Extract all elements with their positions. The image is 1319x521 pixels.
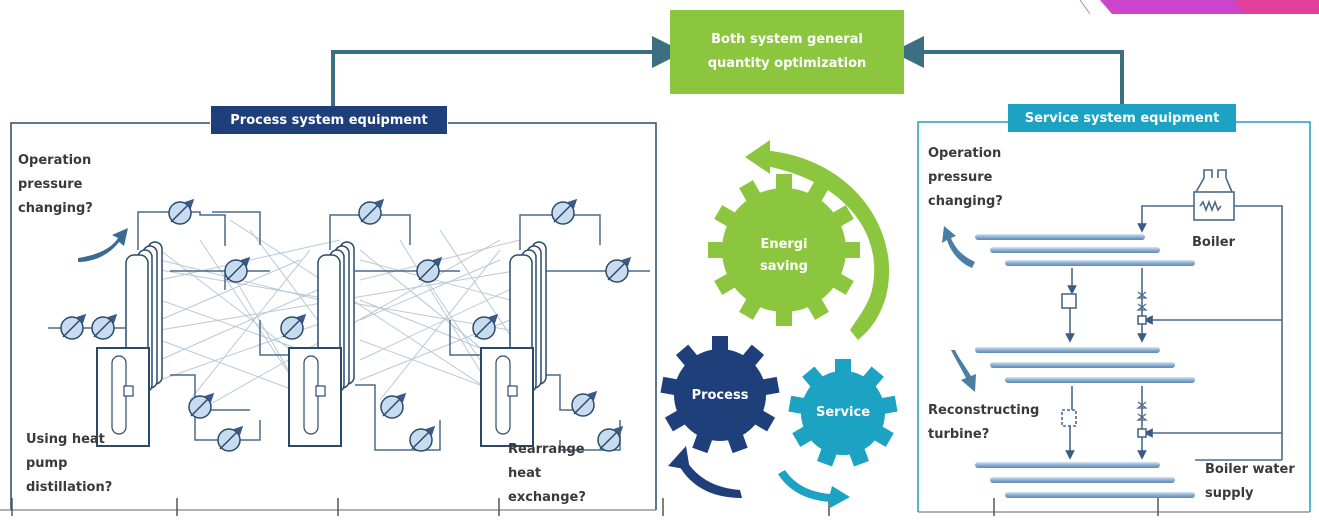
text-line: changing? [928,194,1003,209]
distillation-column-3 [480,241,547,447]
gear-process-label: Process [691,388,749,403]
text-line: pressure [18,177,83,192]
corner-decoration [1079,0,1319,15]
text-line: Reconstructing [928,403,1040,418]
boiler-label: Boiler [1192,235,1235,250]
text-line: changing? [18,201,93,216]
optimization-line-1: Both system general [711,32,863,47]
text-line: distillation? [26,480,113,495]
cycle-arrow-teal [778,470,850,508]
process-panel-title: Process system equipment [211,106,447,134]
boiler-system [1061,169,1283,461]
process-panel-frame [0,122,657,516]
steam-headers [975,234,1195,498]
text-line: pressure [928,170,993,185]
text-line: pump [26,456,68,471]
gear-service [788,359,898,467]
text-line: saving [759,259,808,274]
gear-service-label: Service [815,405,871,420]
optimization-box: Both system general quantity optimizatio… [670,10,904,94]
text-line: turbine? [928,427,990,442]
text-line: Operation [18,153,92,168]
process-q-rearrange: Rearrange heat exchange? [508,438,586,510]
distillation-column-1 [96,241,163,447]
text-line: Boiler water [1205,462,1295,477]
curved-arrow-icon [78,228,128,262]
service-panel-frame [662,121,1311,516]
text-line: heat [508,466,542,481]
optimization-line-2: quantity optimization [707,56,867,71]
text-line: supply [1205,486,1254,501]
service-q-operation: Operation pressure changing? [928,142,1003,214]
text-line: Operation [928,146,1002,161]
text-line: Rearrange [508,442,585,457]
boiler-water-label: Boiler water supply [1205,458,1295,506]
heat-exchangers [60,198,632,452]
text-line: Using heat [26,432,105,447]
service-q-turbine: Reconstructing turbine? [928,399,1039,447]
text-line: Energi [760,237,808,252]
cycle-arrow-green [760,150,890,340]
curved-arrow-icon [951,350,976,392]
gear-process [660,336,780,454]
gear-energy-teeth [708,174,860,326]
process-q-operation: Operation pressure changing? [18,149,93,221]
process-q-heat-pump: Using heat pump distillation? [26,428,112,500]
service-panel-title: Service system equipment [1008,104,1236,132]
distillation-column-2 [288,241,355,447]
gear-energy-label: Energi saving [744,234,824,278]
text-line: exchange? [508,490,586,505]
curved-arrow-icon [942,226,975,268]
optimization-connectors [331,36,1124,117]
